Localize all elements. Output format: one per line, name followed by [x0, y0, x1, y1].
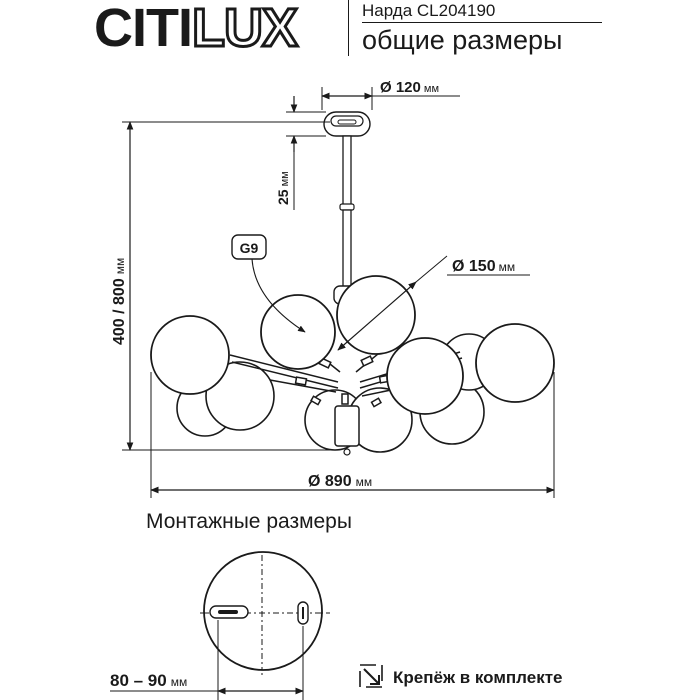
page-title: общие размеры — [362, 25, 563, 55]
suspension-rod — [339, 135, 355, 291]
overall-height-label: 400 / 800мм — [111, 258, 128, 345]
overall-height-dimension: 400 / 800мм — [111, 121, 340, 451]
kit-included-label: Крепёж в комплекте — [393, 668, 563, 687]
model-name: Нарда CL204190 — [362, 1, 496, 20]
mounting-section-title: Монтажные размеры — [146, 510, 352, 533]
canopy-height-label: 25мм — [275, 171, 291, 205]
canopy-height-dimension: 25мм — [275, 96, 326, 210]
arrow-corner-icon — [359, 664, 383, 688]
header-rule — [362, 22, 602, 23]
brand-logo: CITILUX — [94, 0, 300, 58]
mounting-plate — [200, 551, 330, 676]
header-divider — [348, 0, 349, 56]
g9-callout: G9 — [231, 234, 306, 333]
lamp-type-label: G9 — [240, 240, 259, 256]
canopy — [323, 111, 371, 137]
